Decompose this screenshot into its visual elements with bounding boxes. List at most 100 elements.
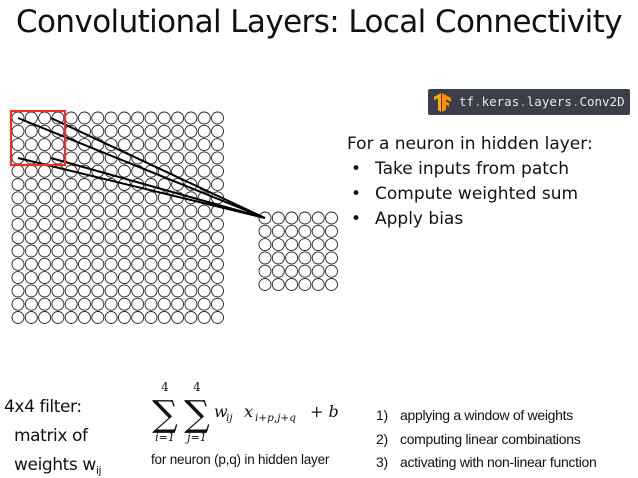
neuron-circle	[64, 271, 78, 285]
neuron-circle	[24, 244, 38, 258]
neuron-circle	[131, 244, 145, 258]
neuron-circle	[91, 244, 105, 258]
neuron-circle	[11, 164, 25, 178]
neuron-circle	[117, 297, 131, 311]
neuron-circle	[197, 164, 211, 178]
neuron-circle	[311, 238, 325, 252]
neuron-circle	[104, 231, 118, 245]
hidden-layer-bullet-list: •Take inputs from patch •Compute weighte…	[347, 157, 593, 232]
neuron-circle	[144, 124, 158, 138]
neuron-circle	[184, 217, 198, 231]
bullet-text: Compute weighted sum	[375, 184, 579, 204]
neuron-circle	[271, 251, 285, 265]
neuron-circle	[144, 244, 158, 258]
bias-term: + b	[310, 402, 339, 421]
neuron-circle	[51, 311, 65, 324]
neuron-circle	[11, 284, 25, 298]
bullet-icon: •	[351, 184, 362, 204]
neuron-circle	[24, 204, 38, 218]
neuron-circle	[64, 257, 78, 271]
neuron-circle	[117, 231, 131, 245]
neuron-circle	[131, 257, 145, 271]
neuron-circle	[157, 257, 171, 271]
connection-line	[17, 157, 266, 219]
neuron-circle	[51, 204, 65, 218]
slide-title: Convolutional Layers: Local Connectivity	[15, 4, 623, 40]
neuron-circle	[171, 271, 185, 285]
neuron-circle	[258, 278, 272, 291]
bullet-item: •Apply bias	[347, 207, 593, 232]
sum-upper-limit-j: 4	[193, 380, 201, 394]
neuron-circle	[38, 191, 52, 205]
neuron-circle	[104, 257, 118, 271]
tf-code-label: tf.keras.layers.Conv2D	[459, 89, 625, 115]
neuron-circle	[24, 311, 38, 324]
filter-caption-subscript: ij	[95, 464, 102, 477]
neuron-circle	[157, 311, 171, 324]
neuron-circle	[78, 244, 91, 258]
weighted-sum-formula: 4 4 ∑ ∑ i=1 j=1 w ij x i+p,j+q + b	[152, 380, 339, 444]
neuron-circle	[285, 211, 299, 225]
neuron-circle	[171, 217, 185, 231]
neuron-circle	[184, 111, 198, 125]
neuron-circle	[271, 211, 285, 225]
tf-keras-conv2d-badge: tf.keras.layers.Conv2D	[428, 89, 630, 115]
neuron-circle	[117, 124, 131, 138]
neuron-circle	[117, 217, 131, 231]
step-item: 2)computing linear combinations	[376, 428, 597, 452]
neuron-circle	[271, 278, 285, 291]
neuron-circle	[211, 231, 224, 245]
neuron-circle	[11, 204, 25, 218]
neuron-circle	[117, 164, 131, 178]
hidden-layer-heading: For a neuron in hidden layer:	[347, 134, 593, 154]
neuron-circle	[51, 231, 65, 245]
neuron-circle	[131, 217, 145, 231]
neuron-circle	[211, 111, 224, 125]
neuron-circle	[211, 257, 224, 271]
neuron-circle	[11, 271, 25, 285]
weight-subscript: ij	[226, 412, 233, 424]
neuron-circle	[117, 271, 131, 285]
neuron-circle	[184, 311, 198, 324]
neuron-circle	[91, 311, 105, 324]
neuron-circle	[11, 244, 25, 258]
neuron-circle	[38, 244, 52, 258]
neuron-circle	[91, 297, 105, 311]
neuron-circle	[197, 204, 211, 218]
neuron-circle	[11, 138, 25, 152]
neuron-circle	[91, 271, 105, 285]
neuron-circle	[11, 178, 25, 191]
neuron-circle	[285, 251, 299, 265]
neuron-circle	[131, 204, 145, 218]
weight-symbol: w	[214, 402, 228, 421]
neuron-circle	[117, 244, 131, 258]
neuron-circle	[51, 244, 65, 258]
neuron-circle	[91, 257, 105, 271]
neuron-circle	[271, 238, 285, 252]
neuron-circle	[258, 264, 272, 278]
neuron-circle	[131, 124, 145, 138]
bullet-text: Apply bias	[375, 209, 464, 229]
bullet-icon: •	[351, 159, 362, 179]
code-token-conv2d: Conv2D	[579, 94, 625, 109]
neuron-circle	[184, 231, 198, 245]
neuron-circle	[11, 231, 25, 245]
sigma-i-icon: ∑	[152, 394, 178, 435]
neuron-circle	[38, 231, 52, 245]
neuron-circle	[197, 111, 211, 125]
neuron-circle	[197, 231, 211, 245]
neuron-circle	[311, 278, 325, 291]
neuron-circle	[104, 271, 118, 285]
filter-caption-line: matrix of	[14, 426, 88, 446]
neuron-circle	[157, 124, 171, 138]
neuron-circle	[11, 191, 25, 205]
neuron-circle	[91, 191, 105, 205]
neuron-circle	[325, 264, 338, 278]
neuron-circle	[11, 217, 25, 231]
neuron-circle	[184, 297, 198, 311]
neuron-circle	[64, 311, 78, 324]
neuron-circle	[144, 191, 158, 205]
neuron-circle	[211, 284, 224, 298]
formula-caption: for neuron (p,q) in hidden layer	[151, 452, 330, 467]
neuron-circle	[64, 231, 78, 245]
